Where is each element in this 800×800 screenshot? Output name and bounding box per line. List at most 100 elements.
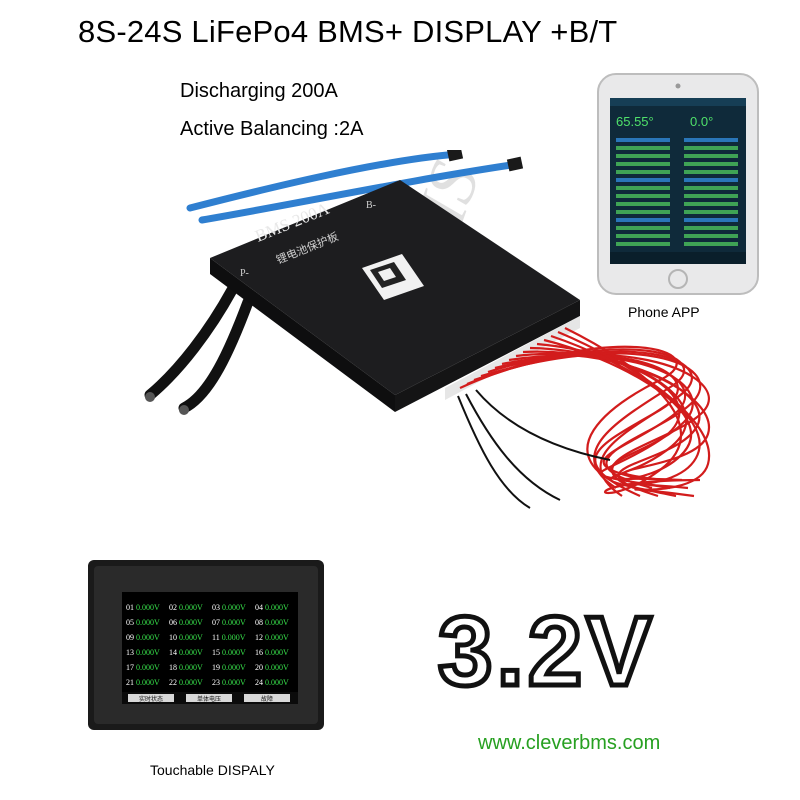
phone-data-rows xyxy=(616,138,738,246)
display-cell-id: 05 xyxy=(126,618,136,627)
display-cell: 23 0.000V xyxy=(212,678,246,687)
display-cell-id: 02 xyxy=(169,603,179,612)
phone-row-bar xyxy=(684,154,738,158)
display-cell-value: 0.000V xyxy=(179,633,203,642)
b-minus-label: B- xyxy=(366,200,376,211)
display-cell: 16 0.000V xyxy=(255,648,289,657)
display-tab[interactable] xyxy=(244,694,290,702)
display-cell-id: 01 xyxy=(126,603,136,612)
phone-row-bar xyxy=(616,234,670,238)
display-cell-value: 0.000V xyxy=(222,648,246,657)
phone-row-bar xyxy=(616,154,670,158)
display-cell: 24 0.000V xyxy=(255,678,289,687)
display-cell: 20 0.000V xyxy=(255,663,289,672)
display-tab-label: 故障 xyxy=(261,695,273,703)
phone-row-bar xyxy=(616,162,670,166)
p-minus-label: P- xyxy=(240,268,249,279)
display-tab-label: 实时状态 xyxy=(139,695,163,703)
phone-row-bar xyxy=(616,178,670,182)
phone-row-bar xyxy=(684,210,738,214)
display-cell-value: 0.000V xyxy=(136,648,160,657)
display-cell: 02 0.000V xyxy=(169,603,203,612)
display-cell-value: 0.000V xyxy=(179,678,203,687)
display-cell-id: 03 xyxy=(212,603,222,612)
phone-row-bar xyxy=(684,218,738,222)
display-cell: 06 0.000V xyxy=(169,618,203,627)
phone-row-bar xyxy=(616,226,670,230)
phone-row-bar xyxy=(616,170,670,174)
sense-wires xyxy=(457,389,611,509)
display-cell-value: 0.000V xyxy=(265,678,289,687)
display-cell-value: 0.000V xyxy=(222,633,246,642)
display-cell-value: 0.000V xyxy=(265,648,289,657)
display-cell: 13 0.000V xyxy=(126,648,160,657)
phone-row-bar xyxy=(616,242,670,246)
red-wire xyxy=(564,327,701,495)
spec-balancing: Active Balancing :2A xyxy=(180,118,364,140)
phone-row-bar xyxy=(616,186,670,190)
display-cell: 05 0.000V xyxy=(126,618,160,627)
phone-readout-left: 65.55° xyxy=(616,114,654,129)
display-cell-value: 0.000V xyxy=(222,618,246,627)
phone-row-bar xyxy=(684,178,738,182)
display-cell: 10 0.000V xyxy=(169,633,203,642)
display-cell-id: 24 xyxy=(255,678,265,687)
display-cell: 09 0.000V xyxy=(126,633,160,642)
phone-row-bar xyxy=(684,194,738,198)
phone-row-bar xyxy=(684,146,738,150)
display-cell-value: 0.000V xyxy=(222,603,246,612)
display-cell: 01 0.000V xyxy=(126,603,160,612)
phone-row-bar xyxy=(684,242,738,246)
display-cell-value: 0.000V xyxy=(265,633,289,642)
phone-row-bar xyxy=(616,138,670,142)
display-tab-label: 单体电压 xyxy=(197,695,221,703)
display-cell: 11 0.000V xyxy=(212,633,246,642)
display-cell-value: 0.000V xyxy=(222,663,246,672)
phone-row-bar xyxy=(616,210,670,214)
display-cell-value: 0.000V xyxy=(179,663,203,672)
phone-row-bar xyxy=(684,162,738,166)
display-label: Touchable DISPALY xyxy=(150,762,275,778)
display-tab[interactable] xyxy=(186,694,232,702)
website-link[interactable]: www.cleverbms.com xyxy=(478,732,661,754)
spec-discharging: Discharging 200A xyxy=(180,80,338,102)
display-cell: 03 0.000V xyxy=(212,603,246,612)
display-cell-value: 0.000V xyxy=(136,603,160,612)
display-cell-value: 0.000V xyxy=(265,603,289,612)
display-tabs: 实时状态 单体电压 故障 xyxy=(122,692,298,704)
phone-row-bar xyxy=(684,186,738,190)
display-tab[interactable] xyxy=(128,694,174,702)
red-wire xyxy=(543,338,693,482)
phone-row-bar xyxy=(684,138,738,142)
phone-app-label: Phone APP xyxy=(628,304,700,320)
display-cell-value: 0.000V xyxy=(179,603,203,612)
display-cell-value: 0.000V xyxy=(136,618,160,627)
display-cell-id: 15 xyxy=(212,648,222,657)
display-cell: 17 0.000V xyxy=(126,663,160,672)
display-cell-value: 0.000V xyxy=(179,618,203,627)
phone-row-bar xyxy=(684,234,738,238)
display-cell-id: 06 xyxy=(169,618,179,627)
display-cell-id: 10 xyxy=(169,633,179,642)
display-cell-id: 08 xyxy=(255,618,265,627)
display-cell: 14 0.000V xyxy=(169,648,203,657)
display-cell: 04 0.000V xyxy=(255,603,289,612)
display-cell-id: 07 xyxy=(212,618,222,627)
display-cell-value: 0.000V xyxy=(222,678,246,687)
display-cell-id: 17 xyxy=(126,663,136,672)
bms-board-image: BMS 200A 锂电池保护板 P- B- xyxy=(144,150,711,509)
display-cell-id: 23 xyxy=(212,678,222,687)
display-cell-id: 18 xyxy=(169,663,179,672)
display-cell: 22 0.000V xyxy=(169,678,203,687)
phone-row-bar xyxy=(616,146,670,150)
display-cell: 08 0.000V xyxy=(255,618,289,627)
red-wire xyxy=(557,330,711,498)
phone-row-bar xyxy=(684,202,738,206)
display-cell-id: 22 xyxy=(169,678,179,687)
blue-wires xyxy=(186,150,524,224)
phone-row-bar xyxy=(684,226,738,230)
display-cell-value: 0.000V xyxy=(265,663,289,672)
phone-readout-right: 0.0° xyxy=(690,114,713,129)
phone-app-image: 65.55° 0.0° xyxy=(597,73,759,295)
